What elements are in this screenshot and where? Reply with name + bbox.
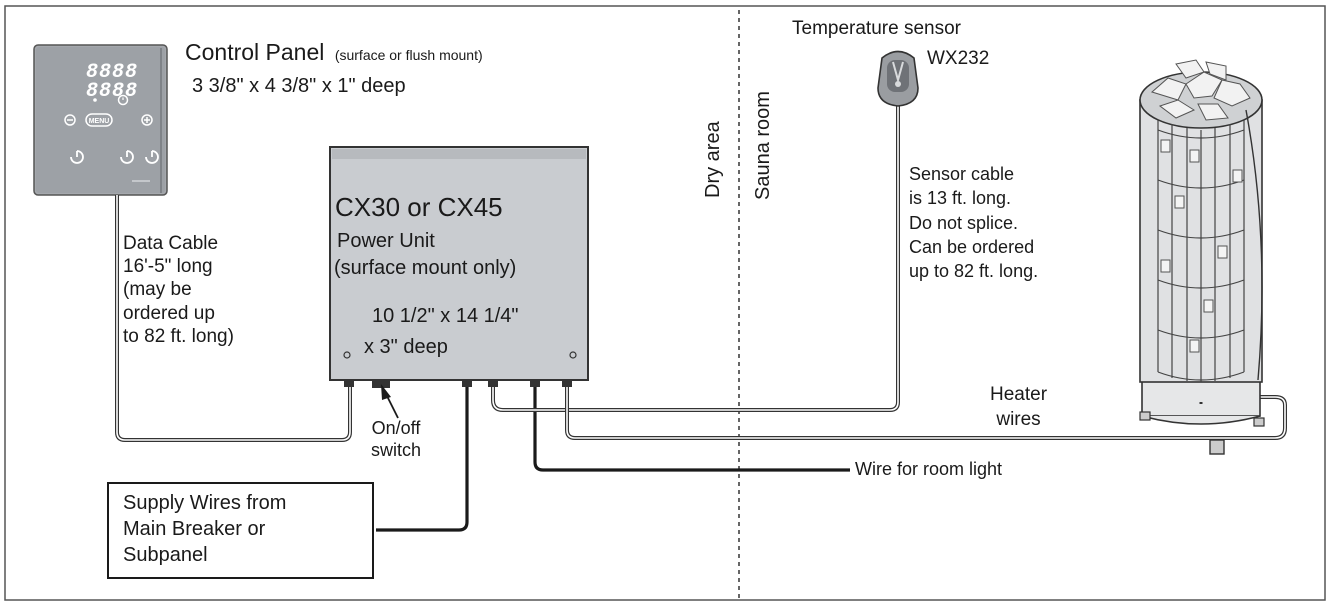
room-light-wire-line: [533, 387, 850, 472]
power-unit-model: CX30 or CX45: [335, 192, 503, 222]
supply-line-1: Supply Wires from: [123, 492, 287, 514]
sensor-title: Temperature sensor: [792, 18, 961, 39]
power-unit-dimensions-2: x 3" deep: [364, 336, 448, 358]
data-cable-label: Data Cable 16'-5" long (may be ordered u…: [123, 232, 234, 348]
power-unit-name: Power Unit: [337, 230, 435, 252]
switch-label: On/off switch: [371, 418, 421, 462]
supply-line-2: Main Breaker or: [123, 518, 266, 540]
menu-button-label: MENU: [89, 118, 110, 125]
sauna-heater-device: [1139, 59, 1265, 455]
data-cable-line-3: (may be: [123, 279, 192, 301]
control-panel-mount-note: (surface or flush mount): [334, 47, 483, 63]
sensor-cable-label: Sensor cable is 13 ft. long. Do not spli…: [909, 162, 1038, 283]
heater-wires-label: Heater wires: [990, 383, 1047, 432]
sensor-model: WX232: [927, 48, 990, 69]
data-cable-line-4: ordered up: [123, 302, 215, 324]
control-panel-dimensions: 3 3/8" x 4 3/8" x 1" deep: [192, 75, 406, 97]
heater-wires-line-1: Heater: [990, 384, 1048, 405]
diagram-frame: [4, 5, 1326, 601]
dry-area-label: Dry area: [702, 121, 724, 198]
switch-line-2: switch: [371, 439, 422, 460]
power-unit-dimensions-1: 10 1/2" x 14 1/4": [372, 305, 519, 327]
data-cable-line-5: to 82 ft. long): [123, 325, 234, 347]
sensor-cable-line-4: Can be ordered: [909, 236, 1035, 257]
sensor-cable-line-1: Sensor cable: [909, 164, 1015, 184]
switch-arrow: [381, 384, 399, 419]
temperature-sensor-device: [877, 50, 919, 107]
control-panel-device: [33, 44, 168, 196]
switch-line-1: On/off: [371, 418, 421, 438]
power-unit-mount-note: (surface mount only): [334, 257, 517, 279]
sensor-cable-line-2: is 13 ft. long.: [909, 188, 1012, 209]
heater-wires-line-2: wires: [996, 408, 1041, 430]
room-light-label: Wire for room light: [855, 459, 1003, 479]
control-panel-title: Control Panel: [185, 39, 325, 65]
sensor-cable-line-5: up to 82 ft. long.: [909, 261, 1039, 282]
display-row-2: 8888: [86, 80, 138, 103]
supply-line-3: Subpanel: [123, 544, 208, 566]
supply-wires-box: Supply Wires from Main Breaker or Subpan…: [107, 482, 374, 579]
control-panel-label: Control Panel (surface or flush mount): [185, 38, 483, 66]
display-row-1: 8888: [86, 61, 138, 84]
data-cable-line-1: Data Cable: [123, 233, 219, 254]
sauna-room-label: Sauna room: [752, 91, 774, 200]
sensor-cable-line-3: Do not splice.: [909, 212, 1019, 233]
data-cable-line-2: 16'-5" long: [123, 256, 213, 278]
supply-wire-line: [376, 387, 469, 532]
power-unit-box: [329, 146, 589, 388]
